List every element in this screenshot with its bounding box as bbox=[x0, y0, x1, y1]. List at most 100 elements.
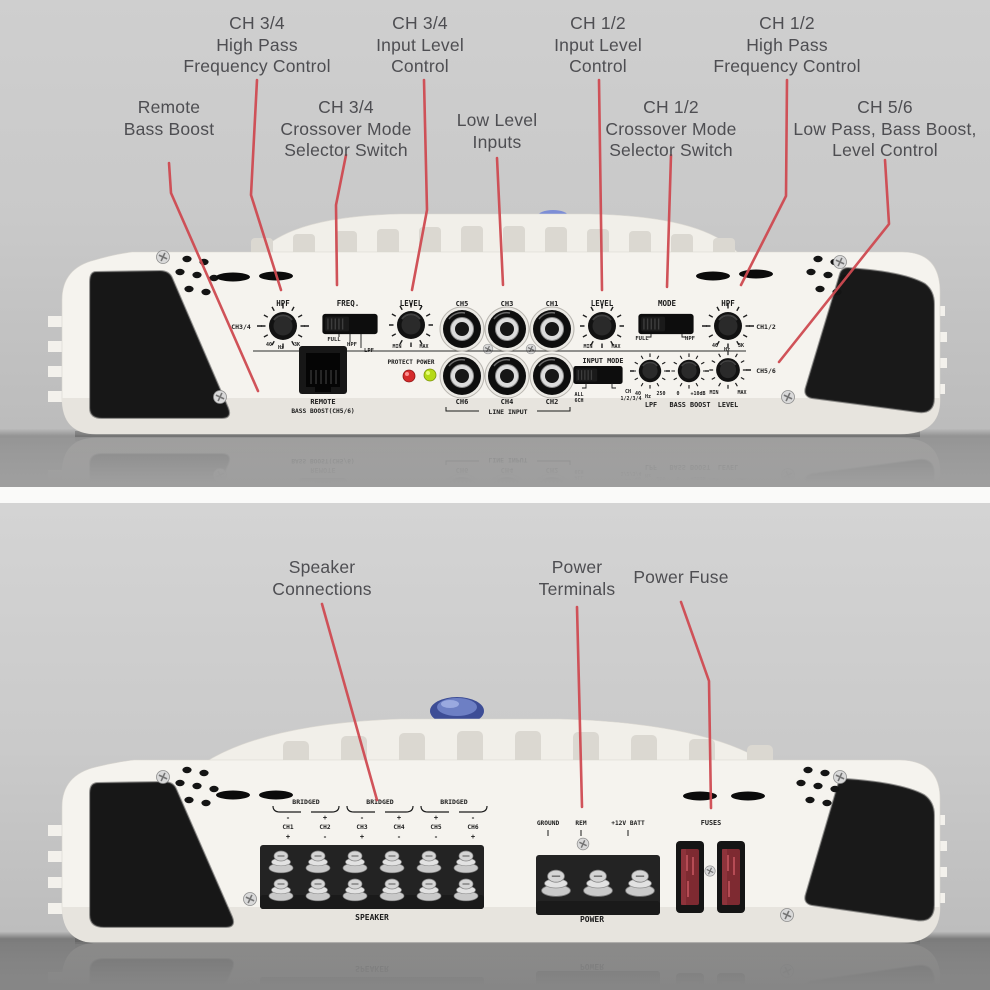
level34-max: MAX bbox=[419, 344, 428, 350]
rca-ch5-label: CH5 bbox=[456, 300, 469, 308]
ch1-bottom-polarity: + bbox=[286, 833, 290, 841]
vent-dots-right bbox=[796, 766, 840, 807]
ch2-label: CH2 bbox=[319, 824, 330, 831]
hpf34-title: HPF bbox=[276, 299, 290, 308]
hpf12-title: HPF bbox=[721, 299, 735, 308]
ch3-bottom-polarity: + bbox=[360, 833, 364, 841]
mode-title: MODE bbox=[658, 299, 677, 308]
screw bbox=[155, 769, 171, 785]
rca-ch2-jack bbox=[529, 353, 575, 399]
power-labels: GROUND REM +12V BATT bbox=[537, 820, 645, 836]
vent-dots-left bbox=[175, 766, 219, 807]
protect-power-label: PROTECT POWER bbox=[388, 359, 435, 366]
hpf12-tick-40: 40 bbox=[712, 343, 718, 349]
screw bbox=[832, 254, 848, 270]
input-mode-all: ALL bbox=[574, 392, 583, 398]
bass-boost-title: BASS BOOST bbox=[670, 401, 711, 409]
ch5-top-polarity: + bbox=[434, 814, 438, 822]
photo-separator bbox=[0, 486, 990, 504]
hpf34-channel-label: CH3/4 bbox=[231, 323, 251, 331]
level56-title: LEVEL bbox=[718, 401, 738, 409]
fuses-label: FUSES bbox=[701, 819, 721, 827]
rca-ch3-label: CH3 bbox=[501, 300, 514, 308]
screw bbox=[704, 865, 716, 877]
hpf12-tick-3k: 3K bbox=[738, 343, 744, 349]
left-side-vent bbox=[90, 782, 234, 927]
mode-hpf: HPF bbox=[685, 336, 695, 342]
bass-boost-label: BASS BOOST(CH5/6) bbox=[291, 408, 354, 415]
remote-bass-boost-jack: REMOTE BASS BOOST(CH5/6) bbox=[291, 346, 355, 415]
bridged-label-2: BRIDGED bbox=[366, 798, 393, 806]
screw bbox=[576, 837, 590, 851]
ch5-bottom-polarity: - bbox=[434, 833, 438, 841]
ch6-bottom-polarity: + bbox=[471, 833, 475, 841]
ch6-top-polarity: - bbox=[471, 814, 475, 822]
freq-lpf: LPF bbox=[364, 348, 374, 354]
ch1-top-polarity: - bbox=[286, 814, 290, 822]
screw bbox=[212, 389, 228, 405]
rca-ch3-jack bbox=[484, 306, 530, 352]
bass-boost-tick-0: 0 bbox=[676, 391, 679, 397]
batt-label: +12V BATT bbox=[611, 820, 645, 827]
fuse-holder-right bbox=[716, 840, 746, 914]
power-led bbox=[423, 368, 437, 382]
ch34-crossover-switch: FREQ. FULL HPF LPF bbox=[321, 299, 379, 354]
chassis-base bbox=[62, 907, 940, 943]
blue-top-cap bbox=[430, 697, 484, 725]
ch56-level-knob: CH5/6 MIN MAX LEVEL bbox=[708, 350, 776, 409]
mode-full: FULL bbox=[635, 336, 649, 342]
ch4-label: CH4 bbox=[393, 824, 404, 831]
rca-ch6-label: CH6 bbox=[456, 398, 469, 406]
freq-hpf: HPF bbox=[347, 342, 357, 348]
ch56-bass-boost-knob: 0 +10dB BASS BOOST bbox=[670, 352, 711, 409]
lpf-tick-hz: Hz bbox=[645, 394, 651, 400]
terminal-view-reflection bbox=[48, 942, 947, 990]
callout-power-fuse: Power Fuse bbox=[633, 567, 729, 587]
lpf-title: LPF bbox=[645, 401, 657, 409]
screw bbox=[780, 389, 796, 405]
level12-max: MAX bbox=[611, 344, 620, 350]
level12-min: MIN bbox=[583, 344, 592, 350]
hpf34-tick-40: 40 bbox=[266, 342, 272, 348]
ch4-bottom-polarity: - bbox=[397, 833, 401, 841]
rem-label: REM bbox=[575, 820, 586, 827]
amplifier-front-body: HPF CH3/4 40 Hz 3K FREQ. FULL HPF LPF LE… bbox=[48, 210, 947, 437]
protect-led bbox=[402, 369, 416, 383]
input-mode-title: INPUT MODE bbox=[583, 357, 624, 365]
fuse-holder-left bbox=[675, 840, 705, 914]
ch1-label: CH1 bbox=[282, 824, 293, 831]
ground-label: GROUND bbox=[537, 820, 560, 827]
input-mode-ch: CH bbox=[625, 389, 631, 395]
line-inputs: CH5 CH3 CH1 CH6 CH4 CH2 LINE INPUT bbox=[439, 300, 575, 416]
ch5-label: CH5 bbox=[430, 824, 441, 831]
screw bbox=[832, 769, 848, 785]
ch56-channel-label: CH5/6 bbox=[756, 367, 776, 375]
power-terminal-block bbox=[536, 855, 660, 915]
speaker-labels: BRIDGED BRIDGED BRIDGED - + - + + - CH1 … bbox=[272, 798, 488, 841]
screw bbox=[242, 891, 258, 907]
bridged-label-3: BRIDGED bbox=[440, 798, 467, 806]
speaker-caption: SPEAKER bbox=[355, 913, 389, 922]
ch12-level-knob: LEVEL MIN MAX bbox=[579, 299, 625, 350]
ch2-top-polarity: + bbox=[323, 814, 327, 822]
ch4-top-polarity: + bbox=[397, 814, 401, 822]
power-caption: POWER bbox=[580, 915, 604, 924]
input-mode-switch: INPUT MODE ALL 6CH CH 1/2/3/4 bbox=[572, 357, 642, 404]
ch12-hpf-knob: HPF CH1/2 40 Hz 3K bbox=[702, 299, 776, 353]
rca-ch4-jack bbox=[484, 353, 530, 399]
freq-title: FREQ. bbox=[337, 299, 360, 308]
rca-ch5-jack bbox=[439, 306, 485, 352]
level12-title: LEVEL bbox=[591, 299, 614, 308]
rca-ch6-jack bbox=[439, 353, 485, 399]
status-leds: PROTECT POWER bbox=[388, 359, 437, 383]
screw bbox=[779, 907, 795, 923]
ch34-level-knob: LEVEL MIN MAX bbox=[388, 299, 434, 350]
hpf12-channel-label: CH1/2 bbox=[756, 323, 776, 331]
